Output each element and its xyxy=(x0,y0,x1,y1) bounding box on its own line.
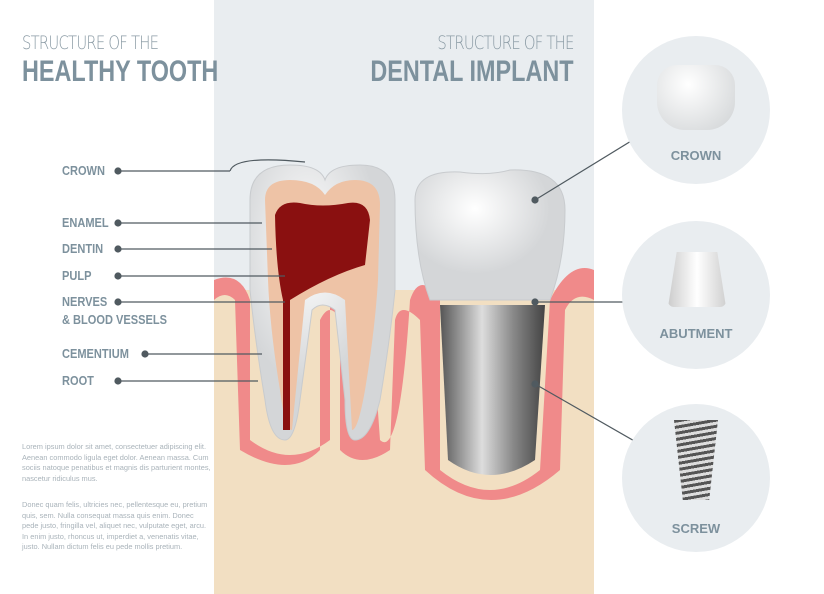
label-nerves: NERVES xyxy=(62,294,108,309)
right-title-line1: STRUCTURE OF THE xyxy=(437,32,575,54)
label-pulp: PULP xyxy=(62,268,92,283)
label-cementium: CEMENTIUM xyxy=(62,346,129,361)
crown-part-label: CROWN xyxy=(670,148,722,163)
label-root: ROOT xyxy=(62,373,94,388)
implant-crown xyxy=(414,169,566,301)
lorem-paragraph-1: Lorem ipsum dolor sit amet, consectetuer… xyxy=(22,442,211,483)
label-blood-vessels: & BLOOD VESSELS xyxy=(62,312,168,327)
gum xyxy=(214,268,594,500)
lorem-paragraph-2: Donec quam felis, ultricies nec, pellent… xyxy=(22,500,208,552)
crown-part-image xyxy=(657,65,735,130)
left-title-line2: HEALTHY TOOTH xyxy=(22,55,219,88)
abutment-part-image xyxy=(668,252,726,307)
label-crown: CROWN xyxy=(62,163,105,178)
left-title-line1: STRUCTURE OF THE xyxy=(22,32,159,54)
screw-part-label: SCREW xyxy=(671,521,721,536)
tooth-pulp xyxy=(275,202,370,430)
label-enamel: ENAMEL xyxy=(62,215,109,230)
right-title-line2: DENTAL IMPLANT xyxy=(370,55,574,88)
implant-screw xyxy=(440,305,545,475)
leader-lines xyxy=(114,134,640,446)
label-dentin: DENTIN xyxy=(62,241,104,256)
abutment-part-label: ABUTMENT xyxy=(659,326,733,341)
